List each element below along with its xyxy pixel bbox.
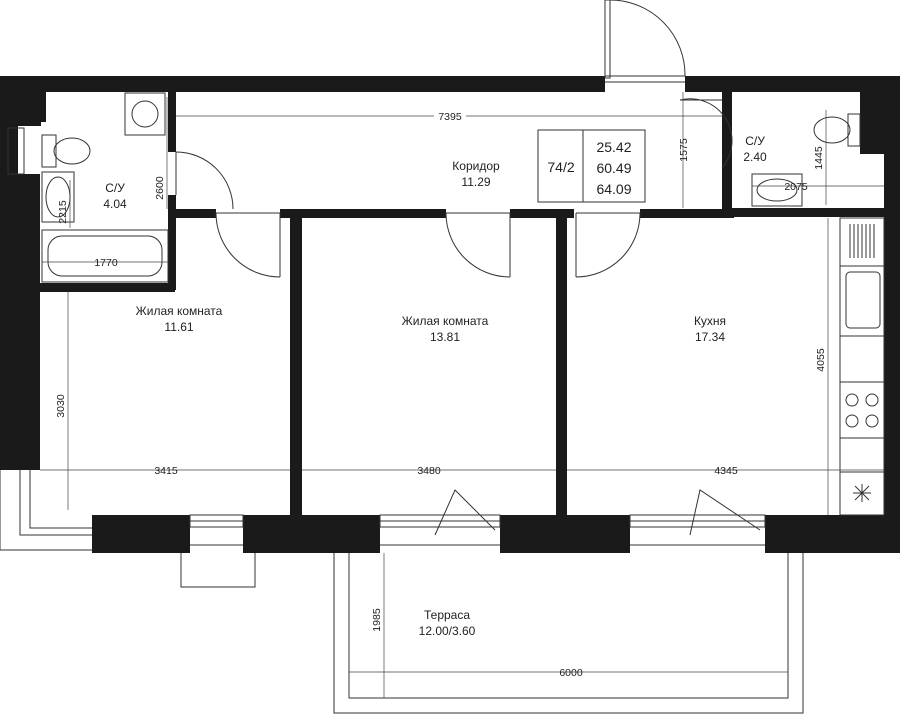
bath-right-area: 2.40 (743, 150, 767, 164)
dim-kitchen-height: 4055 (815, 348, 827, 372)
dim-terrace-height: 1985 (371, 608, 383, 632)
terrace-name: Терраса (424, 608, 470, 622)
dim-corridor-height: 1575 (678, 138, 690, 162)
dim-living1-width: 3415 (154, 465, 178, 477)
corridor-area: 11.29 (461, 175, 490, 189)
dim-bath-left-small: 2215 (57, 200, 69, 224)
corridor-name: Коридор (452, 159, 500, 173)
bath-left-area: 4.04 (103, 197, 127, 211)
dim-bath-right-width: 2075 (784, 181, 808, 193)
window-bay (180, 544, 256, 588)
bath-right-name: С/У (745, 134, 765, 148)
windows (189, 514, 766, 528)
bath-left-name: С/У (105, 181, 125, 195)
apartment-info: 74/2 25.42 60.49 64.09 (537, 129, 646, 203)
inner-walls (40, 92, 884, 515)
dimension-labels: 7395 2600 1575 2215 1770 1445 2075 3030 … (55, 110, 827, 679)
area-total: 60.49 (596, 160, 631, 176)
area-total-with-terrace: 64.09 (596, 181, 631, 197)
dim-terrace-width: 6000 (559, 667, 583, 679)
area-total-living: 25.42 (596, 139, 631, 155)
dim-living1-height: 3030 (55, 394, 67, 418)
dim-corridor-length: 7395 (438, 111, 462, 123)
living2-area: 13.81 (430, 330, 460, 344)
apartment-number: 74/2 (547, 159, 574, 175)
dim-kitchen-width: 4345 (714, 465, 738, 477)
terrace-outline (333, 544, 804, 714)
dim-bath-left-width: 1770 (94, 257, 118, 269)
entrance-door (604, 0, 686, 83)
left-ledge (0, 127, 92, 551)
living1-name: Жилая комната (136, 304, 223, 318)
doors (175, 98, 761, 536)
dim-living2-width: 3480 (417, 465, 441, 477)
dim-bath-right-height: 1445 (813, 146, 825, 170)
room-labels: Коридор 11.29 С/У 4.04 С/У 2.40 Жилая ко… (103, 134, 767, 638)
living2-name: Жилая комната (402, 314, 489, 328)
kitchen-name: Кухня (694, 314, 726, 328)
kitchen-area: 17.34 (695, 330, 725, 344)
terrace-area: 12.00/3.60 (419, 624, 476, 638)
living1-area: 11.61 (164, 320, 193, 334)
dim-bath-left-height: 2600 (154, 176, 166, 200)
